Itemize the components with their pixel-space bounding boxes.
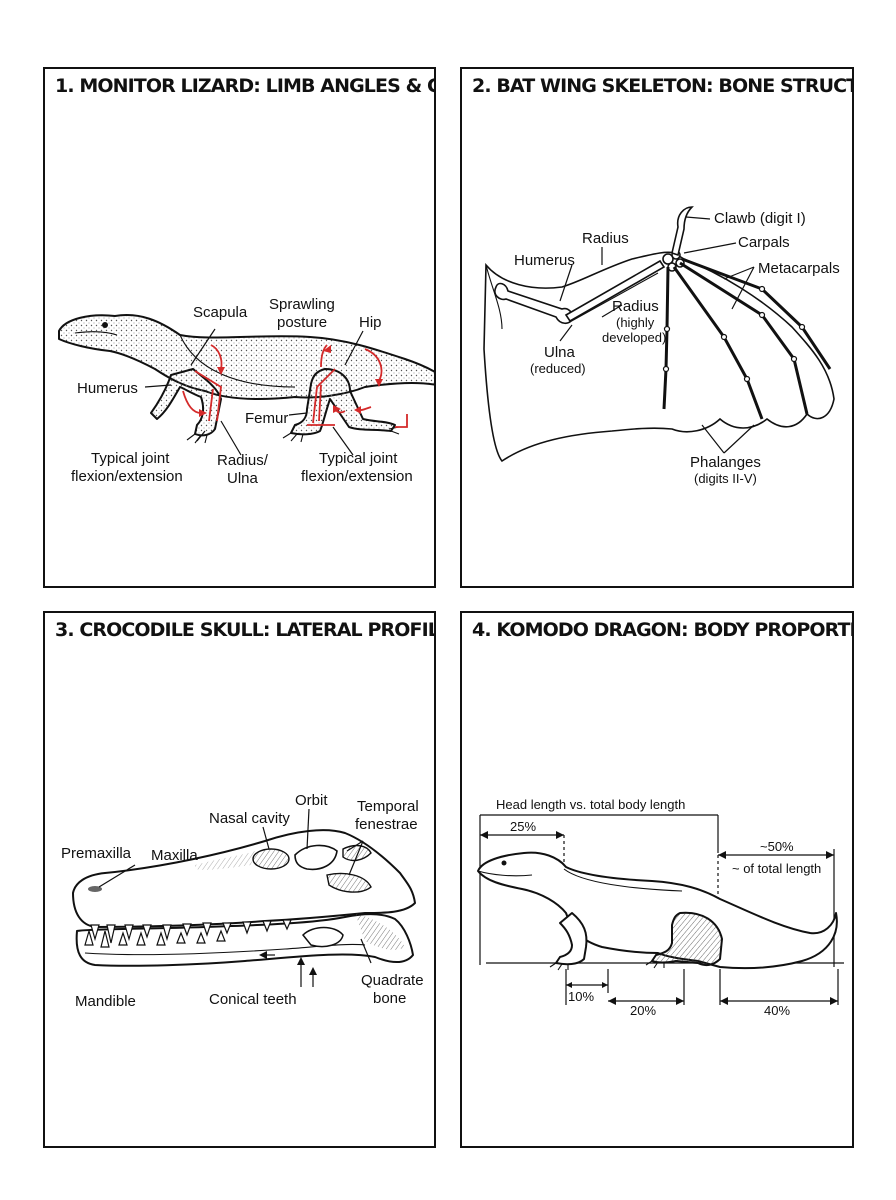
- label-phalanges-2: (digits II-V): [694, 471, 757, 486]
- label-radius-ulna-1: Radius/: [217, 452, 269, 469]
- label-quadrate-1: Quadrate: [361, 972, 424, 989]
- label-maxilla: Maxilla: [151, 847, 198, 864]
- panel-bat-wing: 2. BAT WING SKELETON: BONE STRUCTURE: [460, 67, 854, 588]
- label-10-percent: 10%: [568, 989, 594, 1004]
- label-scapula: Scapula: [193, 304, 248, 321]
- label-phalanges-1: Phalanges: [690, 454, 761, 471]
- eye-icon: [102, 322, 108, 328]
- label-mandible: Mandible: [75, 993, 136, 1010]
- label-40-percent: 40%: [764, 1003, 790, 1018]
- label-nasal-cavity: Nasal cavity: [209, 810, 290, 827]
- label-sprawling-1: Sprawling: [269, 296, 335, 313]
- wing-membrane: [483, 251, 835, 463]
- panel-title: 2. BAT WING SKELETON: BONE STRUCTURE: [472, 75, 852, 97]
- label-joint-left-2: flexion/extension: [71, 468, 183, 485]
- label-50-percent: ~50%: [760, 839, 794, 854]
- lower-teeth: [84, 928, 226, 948]
- upper-teeth: [90, 919, 292, 944]
- label-radius-dev-2: (highly: [616, 315, 655, 330]
- monitor-lizard-diagram: Scapula Sprawling posture Hip Humerus Fe…: [58, 296, 434, 487]
- radius-bone: [564, 259, 666, 323]
- label-joint-right-2: flexion/extension: [301, 468, 413, 485]
- label-quadrate-2: bone: [373, 990, 406, 1007]
- label-carpals: Carpals: [738, 234, 790, 251]
- label-humerus: Humerus: [77, 380, 138, 397]
- panel-monitor-lizard: 1. MONITOR LIZARD: LIMB ANGLES & GAIT: [43, 67, 436, 588]
- femur-overlay: [312, 368, 336, 424]
- front-leg: [555, 912, 588, 966]
- label-radius-dev-3: developed): [602, 330, 666, 345]
- label-20-percent: 20%: [630, 1003, 656, 1018]
- panel-title: 1. MONITOR LIZARD: LIMB ANGLES & GAIT: [55, 75, 436, 97]
- panel-title: 4. KOMODO DRAGON: BODY PROPORTIONS: [472, 619, 854, 641]
- carpals: [662, 250, 685, 272]
- digit-5: [681, 257, 832, 370]
- label-conical-teeth: Conical teeth: [209, 991, 297, 1008]
- bat-wing-diagram: Clawb (digit I) Radius Carpals Humerus M…: [483, 206, 840, 486]
- label-joint-right-1: Typical joint: [319, 450, 398, 467]
- label-of-total-length: ~ of total length: [732, 861, 821, 876]
- label-premaxilla: Premaxilla: [61, 845, 132, 862]
- humerus-overlay: [194, 370, 222, 422]
- label-humerus: Humerus: [514, 252, 575, 269]
- label-joint-left-1: Typical joint: [91, 450, 170, 467]
- digit-4: [679, 261, 809, 415]
- panel-title: 3. CROCODILE SKULL: LATERAL PROFILE: [55, 619, 436, 641]
- label-head-vs-total: Head length vs. total body length: [496, 797, 685, 812]
- label-orbit: Orbit: [295, 792, 328, 809]
- komodo-proportions-diagram: Head length vs. total body length 25% ~5…: [477, 797, 844, 1018]
- crocodile-skull-diagram: Orbit Nasal cavity Temporal fenestrae Pr…: [61, 792, 424, 1010]
- thumb-claw: [671, 206, 694, 257]
- panel-komodo-dragon: 4. KOMODO DRAGON: BODY PROPORTIONS: [460, 611, 854, 1148]
- mandible-fenestra: [301, 926, 344, 948]
- label-ulna-1: Ulna: [544, 344, 576, 361]
- label-ulna-2: (reduced): [530, 361, 586, 376]
- digit-3: [672, 266, 764, 420]
- label-radius-top: Radius: [582, 230, 629, 247]
- eye-icon: [501, 860, 507, 866]
- label-hip: Hip: [359, 314, 382, 331]
- panel-crocodile-skull: 3. CROCODILE SKULL: LATERAL PROFILE: [43, 611, 436, 1148]
- label-temporal-2: fenestrae: [355, 816, 418, 833]
- label-25-percent: 25%: [510, 819, 536, 834]
- label-radius-dev-1: Radius: [612, 298, 659, 315]
- hind-leg: [290, 368, 396, 436]
- label-femur: Femur: [245, 410, 288, 427]
- orbit: [294, 844, 338, 871]
- label-temporal-1: Temporal: [357, 798, 419, 815]
- label-metacarpals: Metacarpals: [758, 260, 840, 277]
- label-sprawling-2: posture: [277, 314, 327, 331]
- label-radius-ulna-2: Ulna: [227, 470, 259, 487]
- label-claw: Clawb (digit I): [714, 210, 806, 227]
- nasal-cavity: [252, 848, 290, 870]
- hind-leg: [651, 911, 723, 967]
